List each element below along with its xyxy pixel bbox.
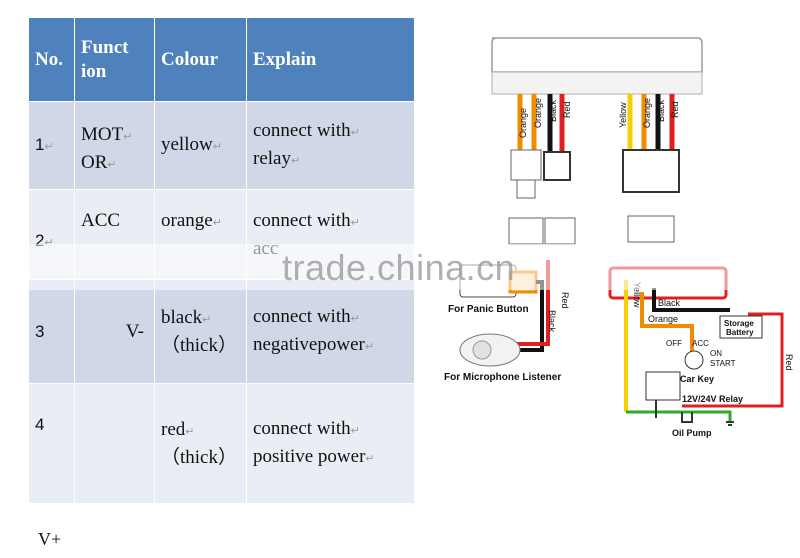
label-black-3: Black [547, 310, 557, 333]
label-yellow-2: Yellow [618, 102, 628, 128]
wire-orange-4 [640, 292, 694, 360]
connector-left-b [543, 151, 571, 181]
row-no: 4 [28, 383, 75, 504]
row-no: 3 [28, 279, 75, 384]
key-acc: ACC [692, 339, 709, 348]
connector-right-a [622, 149, 680, 193]
key-off: OFF [666, 339, 682, 348]
table-row: 3 V- black↵（thick） connect with↵negative… [28, 279, 415, 384]
label-orange-3: Orange [642, 98, 652, 128]
car-key-switch [684, 350, 704, 370]
connector-left-a [510, 149, 542, 181]
device-body [491, 37, 703, 73]
panic-button-label: For Panic Button [448, 304, 529, 315]
storage-battery-label-2: Battery [726, 328, 754, 337]
ground-symbol [726, 421, 734, 426]
storage-battery [719, 315, 763, 339]
row-function: MOT↵OR↵ [74, 101, 155, 190]
label-red-1: Red [562, 101, 572, 118]
oil-pump-symbol [681, 412, 693, 423]
label-red-4: Red [784, 354, 794, 371]
relay-box [645, 371, 681, 401]
row-function: V- [74, 279, 155, 384]
label-black-2: Black [656, 99, 666, 122]
row-colour: black↵（thick） [154, 279, 247, 384]
wiring-diagram: Orange Orange Black Red Yellow Orange Bl… [444, 37, 794, 438]
connector-left-c [508, 217, 544, 245]
label-black-1: Black [548, 99, 558, 122]
key-on: ON [710, 349, 722, 358]
watermark-band [0, 244, 800, 290]
row-colour: red↵（thick） [154, 383, 247, 504]
storage-battery-label: Storage [724, 319, 754, 328]
trailing-text: V+ [38, 529, 62, 549]
car-key-label: Car Key [680, 374, 714, 384]
row-explain: connect with↵relay↵ [246, 101, 415, 190]
label-orange-1: Orange [518, 108, 528, 138]
connector-left-a-inner [516, 179, 536, 199]
connector-right-b [627, 215, 675, 243]
microphone-grille [472, 340, 492, 360]
microphone-label: For Microphone Listener [444, 372, 561, 383]
wire-green [626, 410, 732, 422]
wire-red-4 [682, 312, 784, 408]
header-colour: Colour [154, 17, 247, 102]
label-black-4: Black [658, 298, 681, 308]
table-row: 1↵ MOT↵OR↵ yellow↵ connect with↵relay↵ [28, 101, 415, 190]
row-explain: connect with↵positive power↵ [246, 383, 415, 504]
header-explain: Explain [246, 17, 415, 102]
row-colour: yellow↵ [154, 101, 247, 190]
header-no: No. [28, 17, 75, 102]
label-orange-2: Orange [533, 98, 543, 128]
label-red-3: Red [560, 292, 570, 309]
row-explain: connect with↵negativepower↵ [246, 279, 415, 384]
label-yellow-3: Yellow [632, 282, 642, 308]
oil-pump-label: Oil Pump [672, 428, 712, 438]
row-explain: connect with↵acc [246, 189, 415, 280]
wire-black-4 [652, 288, 730, 312]
relay-label: 12V/24V Relay [682, 394, 743, 404]
row-no: 1↵ [28, 101, 75, 190]
device-base [491, 71, 703, 95]
label-red-2: Red [670, 101, 680, 118]
row-function [74, 383, 155, 504]
connector-left-d [544, 217, 576, 245]
label-orange-4: Orange [648, 314, 678, 324]
table-row: 4 red↵（thick） connect with↵positive powe… [28, 383, 415, 504]
key-start: START [710, 359, 736, 368]
watermark-text: trade.china.cn [282, 247, 516, 288]
